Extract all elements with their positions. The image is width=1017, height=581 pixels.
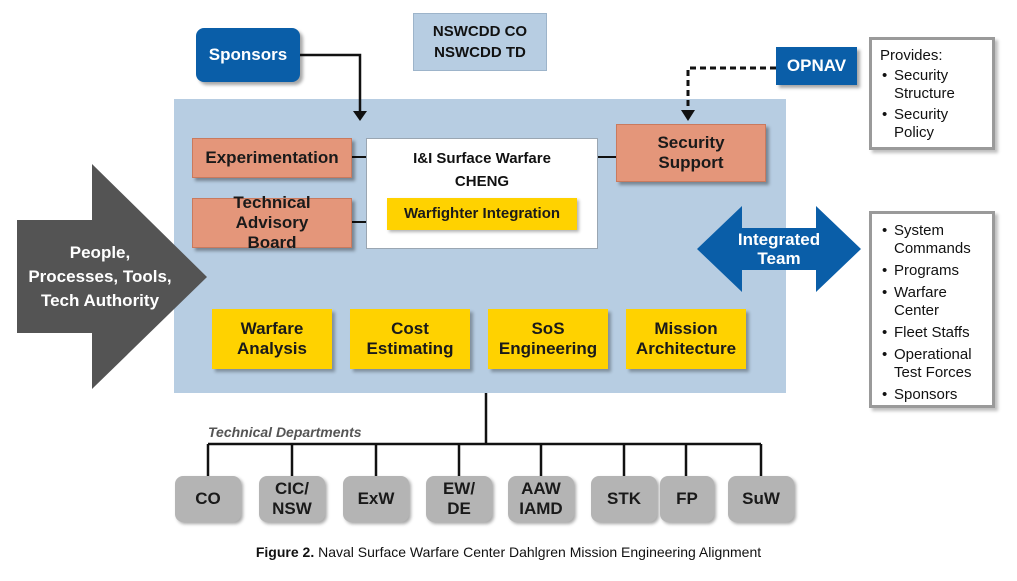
opnav-connector bbox=[686, 66, 776, 112]
ii-surface-warfare-box: I&I Surface Warfare CHENG bbox=[366, 138, 598, 249]
nswcdd-td: NSWCDD TD bbox=[434, 44, 526, 61]
ii-title: I&I Surface Warfare bbox=[413, 150, 551, 167]
cost-estimating-box: Cost Estimating bbox=[350, 309, 470, 369]
provides-title: Provides: bbox=[880, 47, 943, 64]
dept-ew-de: EW/ DE bbox=[426, 476, 492, 522]
stakeholder-item: Warfare Center bbox=[880, 284, 984, 320]
nswcdd-box: NSWCDD CO NSWCDD TD bbox=[413, 13, 547, 71]
dept-suw: SuW bbox=[728, 476, 794, 522]
integrated-team-label: Integrated Team bbox=[737, 230, 821, 268]
figure-caption: Figure 2. Naval Surface Warfare Center D… bbox=[0, 544, 1017, 560]
dept-co: CO bbox=[175, 476, 241, 522]
dept-stk: STK bbox=[591, 476, 657, 522]
stakeholders-box: System Commands Programs Warfare Center … bbox=[869, 211, 995, 408]
cheng-label: CHENG bbox=[454, 173, 510, 190]
security-support-box: Security Support bbox=[616, 124, 766, 182]
sos-engineering-box: SoS Engineering bbox=[488, 309, 608, 369]
stakeholder-item: Operational Test Forces bbox=[880, 346, 984, 382]
warfare-analysis-box: Warfare Analysis bbox=[212, 309, 332, 369]
stakeholder-item: Programs bbox=[880, 262, 984, 280]
sponsors-arrowhead bbox=[353, 111, 367, 121]
people-arrow-shape bbox=[17, 164, 207, 389]
technical-advisory-board-box: Technical Advisory Board bbox=[192, 193, 352, 252]
stakeholder-item: System Commands bbox=[880, 222, 984, 258]
technical-departments-label: Technical Departments bbox=[208, 424, 362, 440]
provides-box: Provides: Security Structure Security Po… bbox=[869, 37, 995, 150]
experimentation-box: Experimentation bbox=[192, 138, 352, 178]
opnav-box: OPNAV bbox=[776, 47, 857, 85]
opnav-arrowhead bbox=[681, 110, 695, 121]
nswcdd-co: NSWCDD CO bbox=[432, 23, 528, 40]
stakeholder-item: Fleet Staffs bbox=[880, 324, 984, 342]
dept-cic-nsw: CIC/ NSW bbox=[259, 476, 325, 522]
integrated-team-arrow-shape bbox=[697, 206, 861, 292]
dept-fp: FP bbox=[660, 476, 714, 522]
dept-aaw-iamd: AAW IAMD bbox=[508, 476, 574, 522]
sponsors-connector bbox=[300, 53, 362, 113]
people-processes-label: People, Processes, Tools, Tech Authority bbox=[28, 243, 172, 310]
mission-architecture-box: Mission Architecture bbox=[626, 309, 746, 369]
provides-item: Security Structure bbox=[880, 67, 984, 103]
stakeholder-item: Sponsors bbox=[880, 386, 984, 404]
dept-exw: ExW bbox=[343, 476, 409, 522]
caption-text: Naval Surface Warfare Center Dahlgren Mi… bbox=[314, 544, 762, 560]
sponsors-box: Sponsors bbox=[196, 28, 300, 82]
warfighter-integration-box: Warfighter Integration bbox=[387, 198, 577, 230]
caption-prefix: Figure 2. bbox=[255, 544, 315, 560]
provides-item: Security Policy bbox=[880, 106, 984, 142]
